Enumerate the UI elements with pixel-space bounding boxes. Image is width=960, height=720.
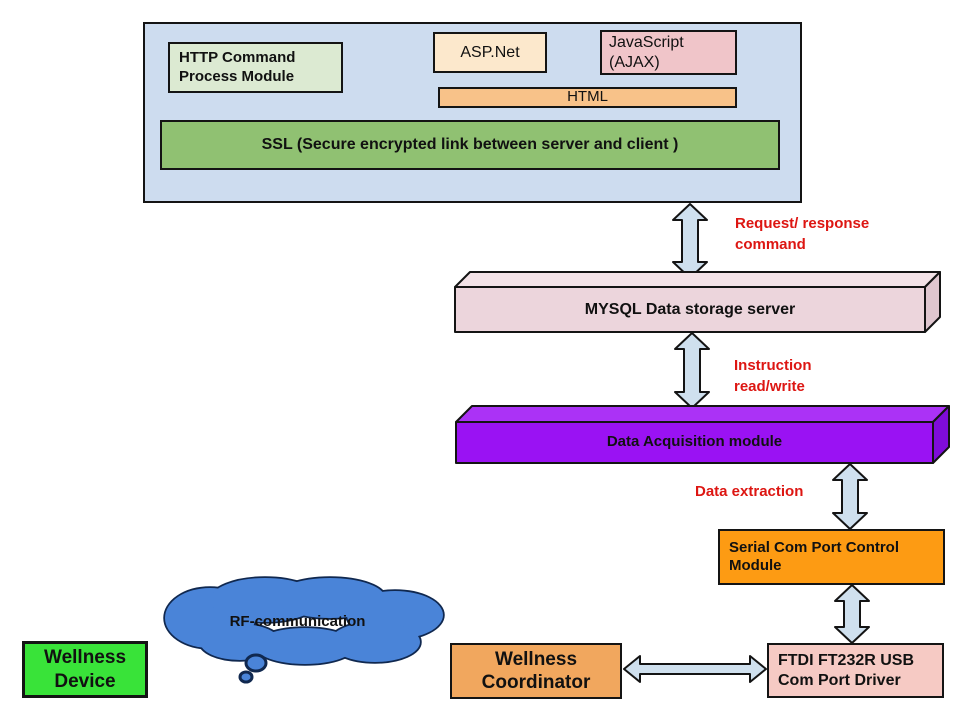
- data-acquisition-box-3d: [455, 405, 950, 464]
- wellness-coordinator-box: Wellness Coordinator: [450, 643, 622, 699]
- mysql-server-label: MYSQL Data storage server: [584, 300, 796, 318]
- mysql-server-box-3d: [454, 271, 941, 333]
- http-command-module-label: HTTP Command Process Module: [179, 49, 296, 85]
- ftdi-driver-box: FTDI FT232R USB Com Port Driver: [767, 643, 944, 698]
- thought-bubble-small: [238, 670, 254, 684]
- asp-net-label: ASP.Net: [460, 43, 520, 61]
- http-command-module-box: HTTP Command Process Module: [168, 42, 343, 93]
- serial-ftdi-arrow: [834, 584, 870, 644]
- rf-cloud: [163, 576, 445, 684]
- rf-cloud-label: RF-communication: [229, 613, 366, 630]
- serial-com-port-label: Serial Com Port Control Module: [729, 538, 900, 574]
- ssl-layer-label: SSL (Secure encrypted link between serve…: [261, 136, 679, 154]
- request-response-arrow: [672, 203, 708, 279]
- asp-net-box: ASP.Net: [433, 32, 547, 73]
- data-extraction-arrow: [832, 463, 868, 530]
- serial-com-port-box: Serial Com Port Control Module: [718, 529, 945, 585]
- ssl-layer-box: SSL (Secure encrypted link between serve…: [160, 120, 780, 170]
- data-acquisition-label: Data Acquisition module: [606, 433, 783, 451]
- coordinator-ftdi-arrow: [623, 655, 767, 683]
- wellness-device-box: Wellness Device: [22, 641, 148, 698]
- instruction-label: Instruction read/write: [734, 357, 812, 395]
- javascript-ajax-box: JavaScript (AJAX): [600, 30, 737, 75]
- thought-bubble-large: [244, 653, 268, 673]
- request-response-label: Request/ response command: [735, 215, 870, 253]
- html-layer-label: HTML: [567, 88, 608, 106]
- wellness-device-label: Wellness Device: [43, 647, 127, 692]
- instruction-arrow: [674, 332, 710, 409]
- ftdi-driver-label: FTDI FT232R USB Com Port Driver: [778, 651, 915, 689]
- javascript-ajax-label: JavaScript (AJAX): [609, 33, 684, 71]
- html-layer-box: HTML: [438, 87, 737, 108]
- data-extraction-label: Data extraction: [695, 483, 804, 500]
- wellness-coordinator-label: Wellness Coordinator: [481, 648, 591, 693]
